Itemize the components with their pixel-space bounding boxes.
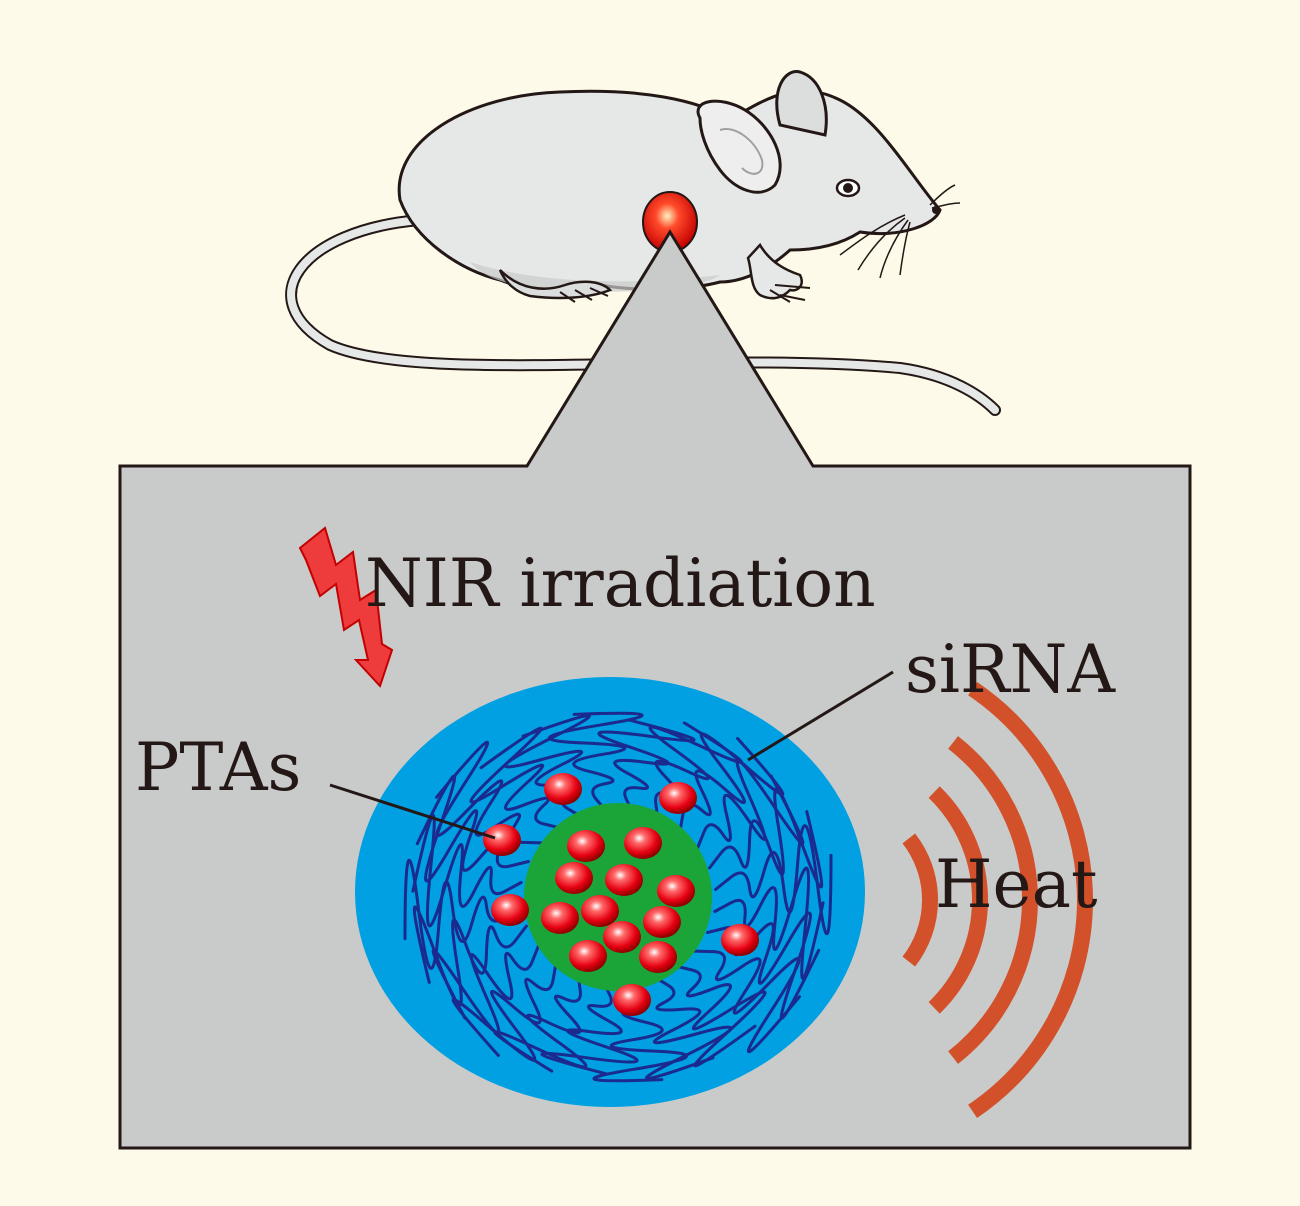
- heat-wave-arc: [902, 833, 939, 967]
- pta-particle: [657, 875, 695, 907]
- pta-particle: [555, 862, 593, 894]
- sirna-strands: [403, 711, 833, 1083]
- pta-particle: [721, 924, 759, 956]
- ptas-leader-line: [329, 783, 496, 840]
- heat-wave-icon: [902, 681, 1093, 1119]
- sirna-strand: [493, 972, 588, 1073]
- lightning-arrow-icon: [298, 526, 394, 688]
- pta-particle: [541, 902, 579, 934]
- pta-particle: [624, 827, 662, 859]
- pta-particle: [613, 984, 651, 1016]
- mouse-tail: [285, 214, 1001, 416]
- heat-label: Heat: [935, 846, 1098, 923]
- sirna-leader-line: [747, 670, 894, 762]
- pta-particle: [567, 830, 605, 862]
- sirna-strand: [547, 711, 644, 815]
- whiskers: [839, 184, 961, 279]
- mouse-illustration: [397, 70, 961, 303]
- pta-particles: [483, 773, 759, 1016]
- heat-wave-arc: [968, 681, 1093, 1119]
- heat-wave-arc: [928, 786, 988, 1014]
- pta-particle: [659, 782, 697, 814]
- pta-particle: [643, 906, 681, 938]
- pta-particle: [603, 921, 641, 953]
- sirna-strand: [415, 774, 530, 883]
- pta-particle: [639, 941, 677, 973]
- pta-particle: [569, 940, 607, 972]
- pta-particle: [581, 895, 619, 927]
- sirna-strand: [451, 960, 558, 1062]
- sirna-strand: [403, 858, 522, 970]
- sirna-strand: [692, 949, 801, 1054]
- sirna-label: siRNA: [905, 631, 1116, 708]
- pta-particle: [491, 894, 529, 926]
- pta-particle: [605, 864, 643, 896]
- pta-particle: [544, 773, 582, 805]
- heat-wave-arc: [948, 736, 1038, 1064]
- sirna-strand: [714, 824, 833, 936]
- pta-particle: [483, 824, 521, 856]
- sirna-strand: [648, 721, 743, 822]
- nir-irradiation-label: NIR irradiation: [365, 545, 876, 622]
- ptas-label: PTAs: [135, 729, 301, 806]
